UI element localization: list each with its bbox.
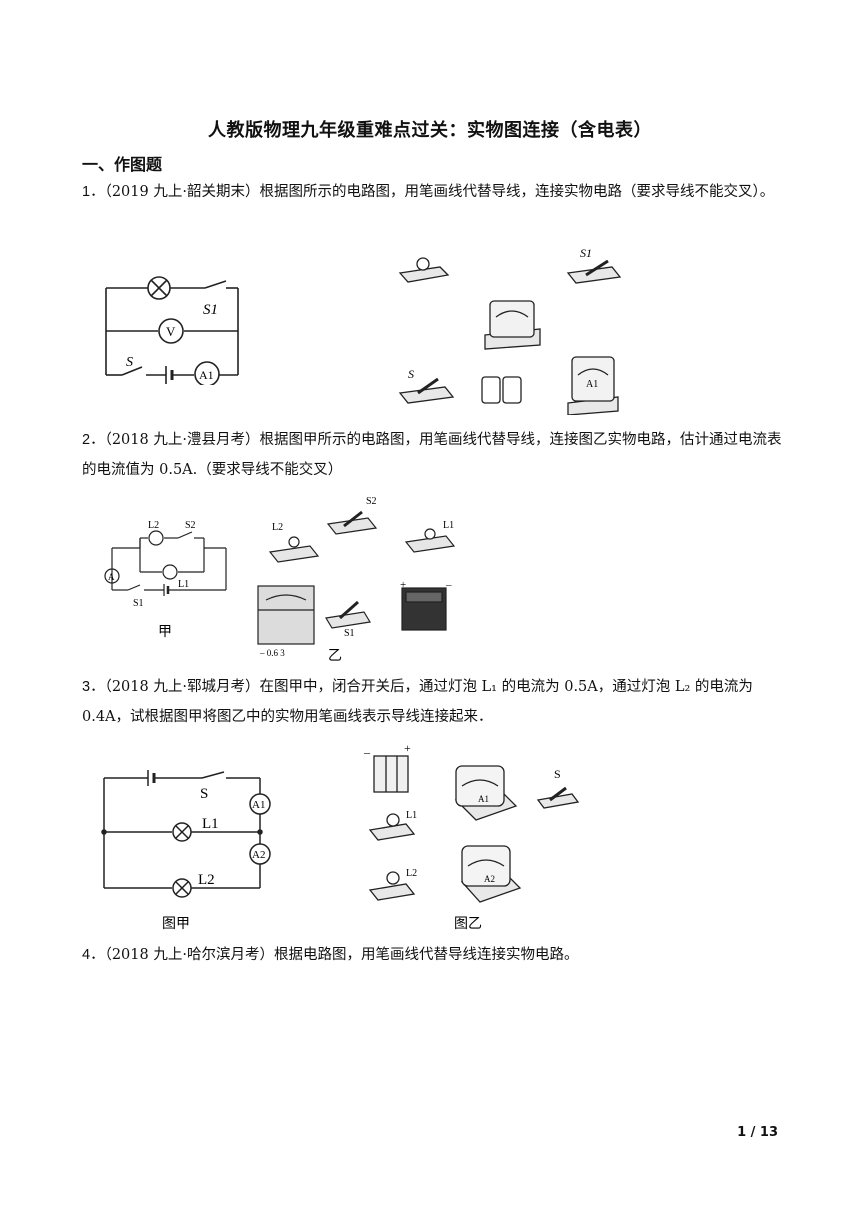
question-number: 3． <box>82 679 105 695</box>
figure-1-circuit-diagram: S1 V S A1 <box>105 276 239 385</box>
label-s-real: S <box>408 367 414 381</box>
battery-plus: + <box>400 579 406 591</box>
label-s1-real: S1 <box>580 246 592 260</box>
question-number: 4． <box>82 947 105 963</box>
label-l1: L1 <box>178 579 189 590</box>
figure-3a-caption: 图甲 <box>162 916 190 932</box>
label-v: V <box>166 324 176 339</box>
switch-s1-component <box>566 259 622 284</box>
figure-3a-circuit-diagram <box>101 770 271 898</box>
question-text: （2018 九上·哈尔滨月考）根据电路图，用笔画线代替导线连接实物电路。 <box>104 947 579 963</box>
label-a: A <box>108 572 115 582</box>
question-1: 1．（2019 九上·韶关期末）根据图所示的电路图，用笔画线代替导线，连接实物电… <box>82 177 782 207</box>
label-l2: L2 <box>198 872 215 888</box>
question-text: （2018 九上·澧县月考）根据图甲所示的电路图，用笔画线代替导线，连接图乙实物… <box>82 432 782 478</box>
label-l2-real: L2 <box>272 522 283 533</box>
label-s1-real: S1 <box>344 628 355 639</box>
label-l1: L1 <box>202 816 219 832</box>
ammeter-scale: – 0.6 3 <box>259 648 285 658</box>
label-l1-real: L1 <box>406 810 417 821</box>
label-a1: A1 <box>199 368 214 382</box>
question-4: 4．（2018 九上·哈尔滨月考）根据电路图，用笔画线代替导线连接实物电路。 <box>82 940 782 970</box>
battery-minus: – <box>363 745 371 759</box>
question-number: 1． <box>82 184 105 200</box>
battery-component <box>481 376 522 404</box>
bulb-component <box>398 257 450 283</box>
question-2: 2．（2018 九上·澧县月考）根据图甲所示的电路图，用笔画线代替导线，连接图乙… <box>82 425 782 485</box>
figure-3: S A1 L1 A2 L2 图甲 – + L1 L2 A1 A2 S 图乙 <box>101 742 580 932</box>
page-title: 人教版物理九年级重难点过关：实物图连接（含电表） <box>208 120 652 141</box>
label-a1-real: A1 <box>586 379 598 390</box>
label-s1: S1 <box>203 302 218 318</box>
label-a1-real: A1 <box>478 794 489 804</box>
question-3: 3．（2018 九上·郓城月考）在图甲中，闭合开关后，通过灯泡 L₁ 的电流为 … <box>82 672 782 732</box>
ammeter-component <box>567 356 619 415</box>
figure-3b-components <box>368 755 580 903</box>
label-l2-real: L2 <box>406 868 417 879</box>
label-s-real: S <box>554 767 561 781</box>
label-s2-real: S2 <box>366 496 377 507</box>
figure-2: L2 S2 L1 A S1 甲 S2 L2 L1 S1 – 0.6 3 + – … <box>104 496 456 662</box>
figure-2a-caption: 甲 <box>158 624 172 640</box>
question-text: （2018 九上·郓城月考）在图甲中，闭合开关后，通过灯泡 L₁ 的电流为 0.… <box>82 679 753 725</box>
label-s2: S2 <box>185 520 196 531</box>
question-text: （2019 九上·韶关期末）根据图所示的电路图，用笔画线代替导线，连接实物电路（… <box>104 184 775 200</box>
battery-plus: + <box>404 742 411 755</box>
label-l1-real: L1 <box>443 520 454 531</box>
switch-s-component <box>398 377 455 404</box>
figure-2b-components <box>257 510 456 645</box>
section-heading: 一、作图题 <box>82 155 163 174</box>
label-a2-real: A2 <box>484 874 495 884</box>
label-s1: S1 <box>133 598 144 609</box>
label-s: S <box>200 786 208 802</box>
figure-2a-circuit-diagram <box>104 530 227 596</box>
label-l2: L2 <box>148 520 159 531</box>
figure-2b-caption: 乙 <box>328 648 342 662</box>
page-number: 1 / 13 <box>737 1125 778 1140</box>
figure-3b-caption: 图乙 <box>454 916 482 932</box>
label-a1: A1 <box>252 799 265 811</box>
figure-1-components: S1 S A1 <box>398 246 622 415</box>
question-number: 2． <box>82 432 105 448</box>
label-s: S <box>126 355 133 370</box>
voltmeter-component <box>484 300 541 350</box>
battery-minus: – <box>445 579 452 591</box>
label-a2: A2 <box>252 849 265 861</box>
